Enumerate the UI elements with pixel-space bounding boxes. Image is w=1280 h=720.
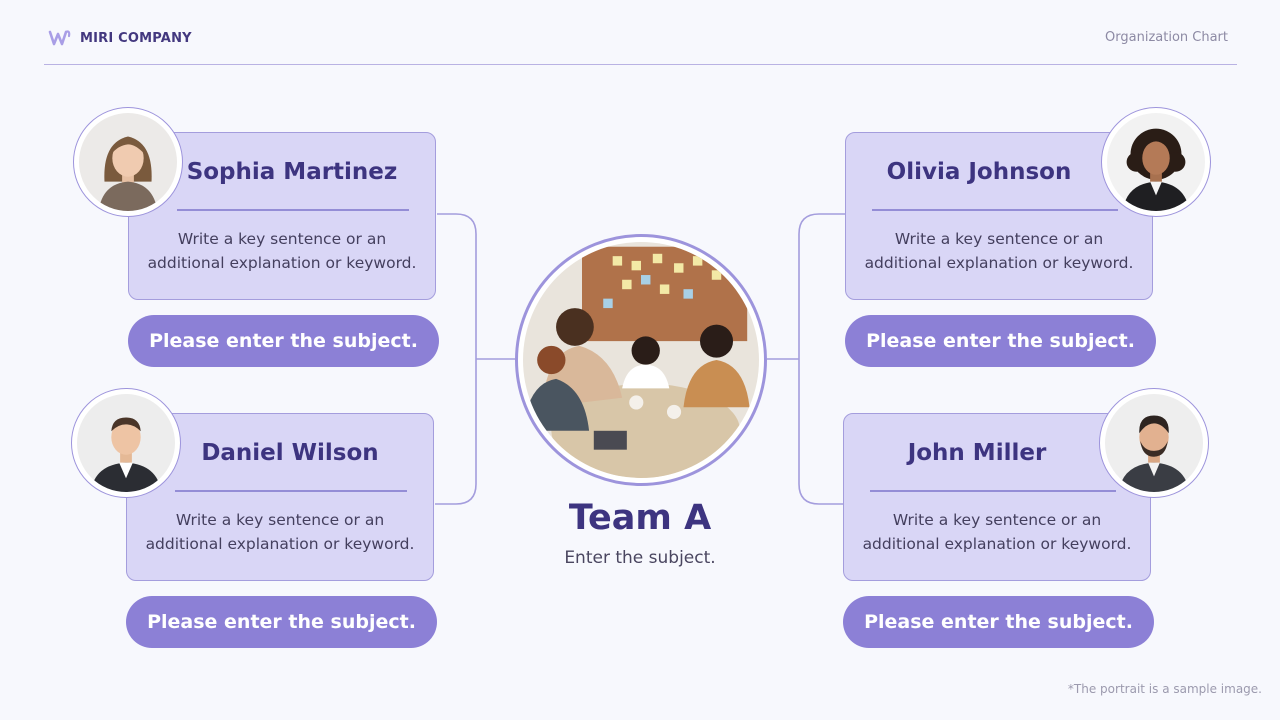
- member-card-daniel-wilson: Daniel Wilson Write a key sentence or an…: [126, 413, 434, 581]
- member-name: John Miller: [907, 440, 1047, 466]
- connector-right: [798, 213, 846, 505]
- member-name: Sophia Martinez: [186, 159, 398, 185]
- member-description: Write a key sentence or an additional ex…: [862, 511, 1132, 553]
- member-subject-button[interactable]: Please enter the subject.: [843, 596, 1154, 648]
- footnote: *The portrait is a sample image.: [1067, 682, 1262, 696]
- card-divider: [870, 490, 1116, 492]
- member-subject-button[interactable]: Please enter the subject.: [128, 315, 439, 367]
- avatar-daniel-wilson: [71, 388, 181, 498]
- brand-mark-icon: [48, 30, 71, 46]
- portrait-man-icon: [77, 394, 175, 492]
- card-divider: [175, 490, 407, 492]
- brand-name: MIRI COMPANY: [80, 30, 192, 46]
- portrait-woman-icon: [79, 113, 177, 211]
- member-subject-button[interactable]: Please enter the subject.: [845, 315, 1156, 367]
- team-subtitle: Enter the subject.: [564, 548, 716, 568]
- page-title: Organization Chart: [1105, 30, 1228, 45]
- portrait-man-icon: [1105, 394, 1203, 492]
- avatar-olivia-johnson: [1101, 107, 1211, 217]
- header-divider: [44, 64, 1237, 65]
- member-name: Daniel Wilson: [201, 440, 379, 466]
- avatar-sophia-martinez: [73, 107, 183, 217]
- brand-logo: MIRI COMPANY: [48, 28, 192, 48]
- team-name: Team A: [568, 498, 712, 538]
- member-description: Write a key sentence or an additional ex…: [145, 511, 415, 553]
- member-description: Write a key sentence or an additional ex…: [864, 230, 1134, 272]
- card-divider: [177, 209, 409, 211]
- card-divider: [872, 209, 1118, 211]
- team-meeting-image: [523, 242, 759, 478]
- connector-left: [435, 213, 477, 505]
- team-photo: [515, 234, 767, 486]
- portrait-woman-icon: [1107, 113, 1205, 211]
- member-subject-button[interactable]: Please enter the subject.: [126, 596, 437, 648]
- member-description: Write a key sentence or an additional ex…: [147, 230, 417, 272]
- member-name: Olivia Johnson: [886, 159, 1072, 185]
- avatar-john-miller: [1099, 388, 1209, 498]
